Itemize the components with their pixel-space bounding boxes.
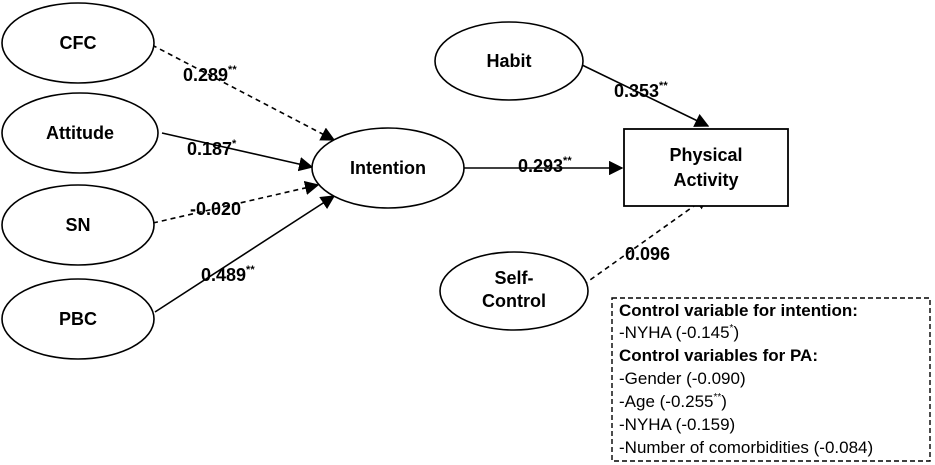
node-physical-activity: Physical Activity — [623, 128, 789, 207]
node-cfc: CFC — [1, 2, 155, 84]
coef-sn-intention: -0.020 — [190, 199, 241, 219]
coef-habit-pa-stars: ** — [659, 80, 668, 92]
arrow-pbc-intention — [154, 195, 336, 313]
control-variables-box: Control variable for intention: -NYHA (-… — [611, 297, 931, 462]
coef-pbc-intention-stars: ** — [246, 264, 255, 276]
control-pa-item: -Number of comorbidities (-0.084) — [619, 438, 873, 457]
coef-selfcontrol-pa: 0.096 — [625, 244, 670, 264]
coef-habit-pa: 0.353** — [614, 80, 668, 101]
node-intention-label: Intention — [350, 158, 426, 178]
control-pa-item: -Age (-0.255**) — [619, 392, 727, 411]
node-cfc-label: CFC — [60, 33, 97, 53]
node-self-control-label-line2: Control — [482, 291, 546, 311]
coef-intention-pa: 0.293** — [518, 155, 572, 176]
node-intention: Intention — [311, 127, 465, 209]
coef-attitude-intention: 0.187* — [187, 138, 237, 159]
node-habit-label: Habit — [487, 51, 532, 71]
arrow-attitude-intention — [161, 132, 314, 172]
node-self-control-label-line1: Self- — [494, 268, 533, 288]
arrow-habit-pa — [579, 63, 710, 127]
control-pa-heading: Control variables for PA: — [619, 346, 818, 365]
coef-cfc-intention: 0.289** — [183, 64, 237, 85]
arrow-sn-intention — [152, 180, 320, 224]
control-pa-item: -Gender (-0.090) — [619, 369, 746, 388]
node-sn-label: SN — [65, 215, 90, 235]
node-physical-activity-label-line1: Physical — [669, 145, 742, 165]
node-physical-activity-label-line2: Activity — [673, 170, 738, 190]
node-habit: Habit — [434, 21, 584, 101]
node-attitude-label: Attitude — [46, 123, 114, 143]
control-intention-heading: Control variable for intention: — [619, 301, 858, 320]
node-attitude: Attitude — [1, 92, 159, 174]
node-pbc: PBC — [1, 278, 155, 360]
coef-pbc-intention: 0.489** — [201, 264, 255, 285]
control-pa-item: -NYHA (-0.159) — [619, 415, 735, 434]
coef-cfc-intention-stars: ** — [228, 64, 237, 76]
arrow-selfcontrol-pa — [582, 195, 710, 286]
node-pbc-label: PBC — [59, 309, 97, 329]
control-intention-item: -NYHA (-0.145*) — [619, 323, 739, 342]
coef-intention-pa-stars: ** — [563, 155, 572, 167]
coef-attitude-intention-stars: * — [232, 138, 237, 150]
node-self-control: Self- Control — [439, 251, 589, 331]
arrow-cfc-intention — [151, 44, 336, 141]
node-sn: SN — [1, 184, 155, 266]
